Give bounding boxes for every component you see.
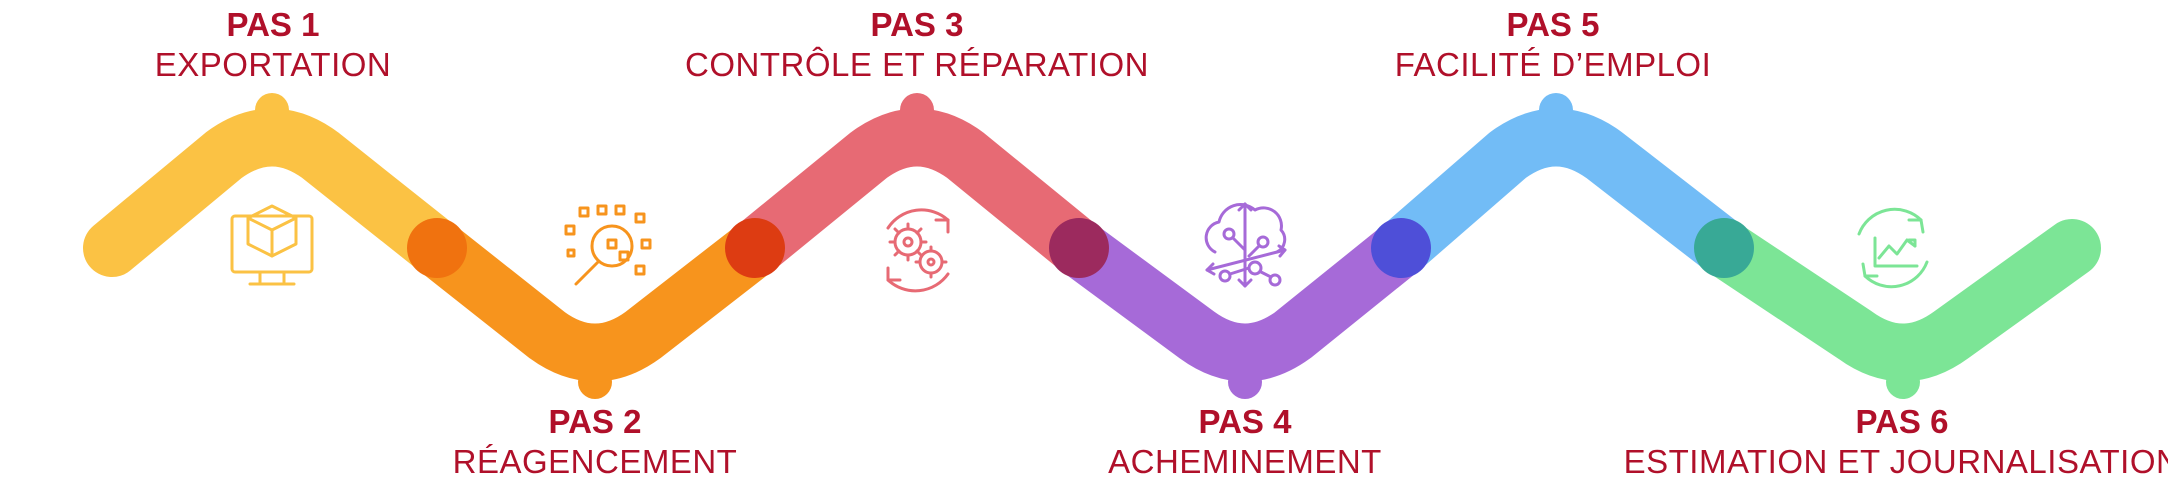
wave-joints	[407, 218, 1754, 278]
step-3-name: CONTRÔLE ET RÉPARATION	[685, 46, 1149, 83]
wave-segments	[83, 108, 2101, 382]
step-6-name: ESTIMATION ET JOURNALISATION	[1623, 443, 2168, 480]
step-5-label: PAS 5 FACILITÉ D’EMPLOI	[1253, 6, 1853, 86]
wave-joint-2	[725, 218, 785, 278]
step-6-label: PAS 6 ESTIMATION ET JOURNALISATION	[1602, 403, 2168, 483]
wave-joint-3	[1049, 218, 1109, 278]
wave-joint-4	[1371, 218, 1431, 278]
step-2-label: PAS 2 RÉAGENCEMENT	[295, 403, 895, 483]
cloud-network-icon	[1204, 202, 1287, 288]
wave-segment-2	[419, 225, 773, 382]
step-1-label: PAS 1 EXPORTATION	[0, 6, 573, 86]
wave-segment-6	[1695, 219, 2101, 382]
wave-joint-5	[1694, 218, 1754, 278]
step-2-title: PAS 2	[548, 403, 642, 440]
step-4-title: PAS 4	[1198, 403, 1292, 440]
magnifier-data-icon	[564, 204, 652, 286]
step-6-title: PAS 6	[1855, 403, 1949, 440]
gears-cycle-icon	[886, 208, 950, 293]
step-4-name: ACHEMINEMENT	[1108, 443, 1382, 480]
chart-cycle-icon	[1857, 207, 1929, 289]
wave-joint-1	[407, 218, 467, 278]
wave-segment-3	[736, 108, 1098, 271]
wave-segment-1	[83, 108, 466, 277]
step-3-label: PAS 3 CONTRÔLE ET RÉPARATION	[617, 6, 1217, 86]
wave-segment-4	[1061, 224, 1420, 382]
step-5-title: PAS 5	[1506, 6, 1600, 43]
step-1-title: PAS 1	[226, 6, 320, 43]
step-5-name: FACILITÉ D’EMPLOI	[1394, 46, 1712, 83]
step-3-title: PAS 3	[870, 6, 964, 43]
step-1-name: EXPORTATION	[154, 46, 392, 83]
cube-monitor-icon	[230, 204, 314, 286]
step-4-label: PAS 4 ACHEMINEMENT	[945, 403, 1545, 483]
wave-segment-5	[1381, 108, 1742, 271]
step-2-name: RÉAGENCEMENT	[452, 443, 738, 480]
